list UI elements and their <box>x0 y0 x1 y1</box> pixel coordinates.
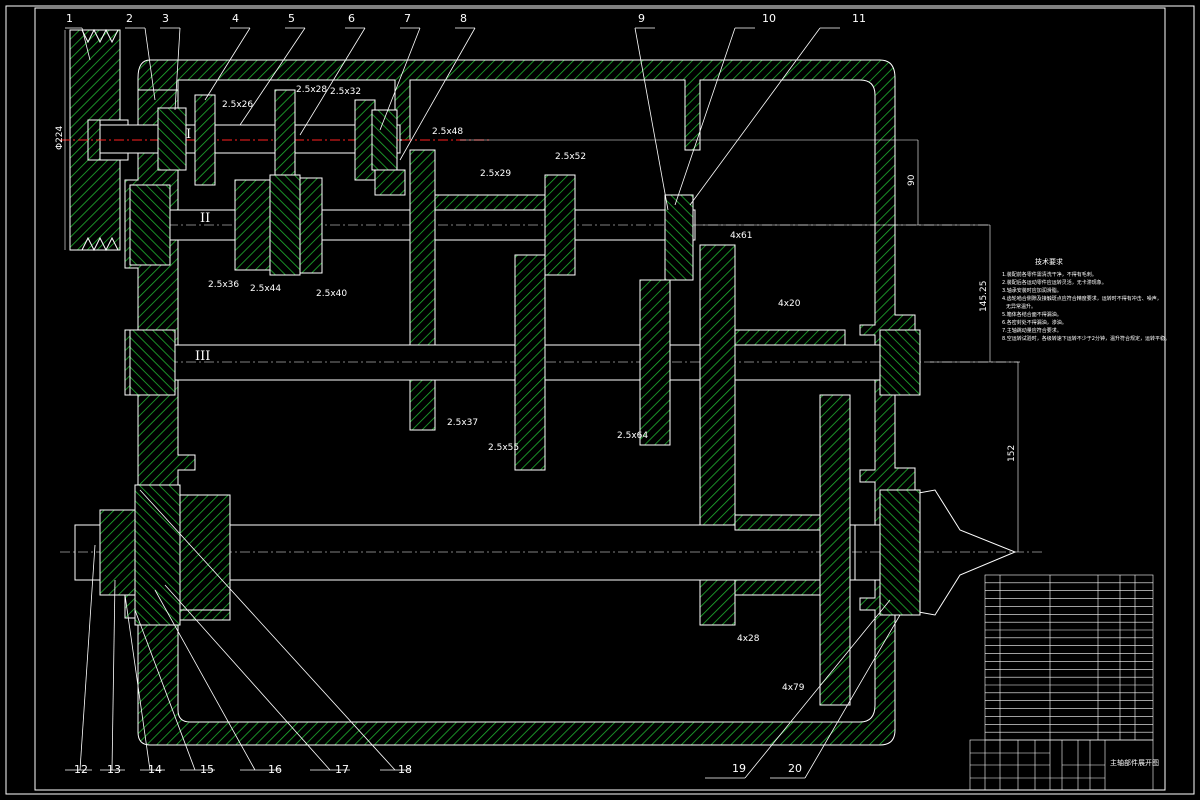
gear-spec-2-5x26: 2.5x26 <box>222 100 253 110</box>
leader-lines <box>65 27 901 779</box>
part-label-17: 17 <box>335 763 349 776</box>
gear-spec-2-5x36: 2.5x36 <box>208 280 239 290</box>
gear-spec-4x28: 4x28 <box>737 634 760 644</box>
part-label-13: 13 <box>107 763 121 776</box>
gear-spec-2-5x64: 2.5x64 <box>617 431 648 441</box>
part-number-labels: 1 2 3 4 5 6 7 8 9 10 11 12 13 14 15 16 1… <box>66 12 866 776</box>
tech-note-line: 3.轴承安装时应加润滑脂。 <box>1002 287 1062 294</box>
part-label-5: 5 <box>288 12 295 25</box>
gear-spec-2-5x37: 2.5x37 <box>447 418 478 428</box>
part-label-1: 1 <box>66 12 73 25</box>
part-label-6: 6 <box>348 12 355 25</box>
part-label-12: 12 <box>74 763 88 776</box>
tech-note-line: 4.齿轮啮合侧隙及接触斑点应符合精度要求，运转时不得有冲击、噪声， <box>1002 295 1162 302</box>
part-label-15: 15 <box>200 763 214 776</box>
gear-spec-2-5x40: 2.5x40 <box>316 289 347 299</box>
gear-spec-4x79: 4x79 <box>782 683 805 693</box>
part-label-14: 14 <box>148 763 162 776</box>
spindle <box>60 394 1045 706</box>
outer-frame <box>5 5 1195 795</box>
shaft-label-iii: III <box>195 349 210 364</box>
gear-spec-labels: 2.5x26 2.5x28 2.5x32 2.5x48 2.5x29 2.5x5… <box>208 85 805 693</box>
gear-spec-4x61: 4x61 <box>730 231 753 241</box>
part-label-19: 19 <box>732 762 746 775</box>
gear-spec-4x20: 4x20 <box>778 299 801 309</box>
drawing-title: 主轴部件展开图 <box>1110 758 1159 767</box>
tech-note-line: 7.主轴跳动量应符合要求。 <box>1002 327 1062 334</box>
shaft-label-ii: II <box>200 211 210 226</box>
inner-frame <box>34 7 1166 791</box>
parts-list-table <box>969 574 1154 791</box>
part-label-3: 3 <box>162 12 169 25</box>
tech-note-line: 1.装配前各零件需清洗干净，不得有毛刺。 <box>1002 271 1097 278</box>
gear-spec-2-5x44: 2.5x44 <box>250 284 281 294</box>
tech-note-line: 6.各密封处不得漏油，渗油。 <box>1002 319 1067 326</box>
dim-pulley-diameter: Φ224 <box>55 125 65 150</box>
tech-note-line: 5.箱体各结合面不得漏油。 <box>1002 311 1062 318</box>
part-label-9: 9 <box>638 12 645 25</box>
shaft-i <box>60 89 490 196</box>
part-label-2: 2 <box>126 12 133 25</box>
tech-note-line: 无异常温升。 <box>1006 303 1036 310</box>
part-label-11: 11 <box>852 12 866 25</box>
tech-notes-title: 技术要求 <box>1035 257 1063 266</box>
shaft-label-i: I <box>186 127 191 142</box>
gear-spec-2-5x29: 2.5x29 <box>480 169 511 179</box>
part-label-18: 18 <box>398 763 412 776</box>
dim-152: 152 <box>1007 445 1017 462</box>
gear-spec-2-5x48: 2.5x48 <box>432 127 463 137</box>
dim-90: 90 <box>907 174 917 186</box>
gear-spec-2-5x32: 2.5x32 <box>330 87 361 97</box>
tech-note-line: 2.装配后各运动零件应运转灵活，无卡滞现象。 <box>1002 279 1107 286</box>
shaft-ii <box>129 149 990 431</box>
part-label-7: 7 <box>404 12 411 25</box>
part-label-10: 10 <box>762 12 776 25</box>
dim-145-25: 145.25 <box>979 281 989 313</box>
part-label-4: 4 <box>232 12 239 25</box>
part-label-20: 20 <box>788 762 802 775</box>
dimension-lines <box>64 30 1019 552</box>
part-label-8: 8 <box>460 12 467 25</box>
tech-note-line: 8.空运转试验时，各级转速下运转不少于2分钟，温升符合规定，运转平稳。 <box>1002 335 1170 342</box>
gear-spec-2-5x52: 2.5x52 <box>555 152 586 162</box>
gear-spec-2-5x28: 2.5x28 <box>296 85 327 95</box>
gear-spec-2-5x55: 2.5x55 <box>488 443 519 453</box>
tech-notes: 技术要求 1.装配前各零件需清洗干净，不得有毛刺。 2.装配后各运动零件应运转灵… <box>1002 257 1170 342</box>
part-label-16: 16 <box>268 763 282 776</box>
